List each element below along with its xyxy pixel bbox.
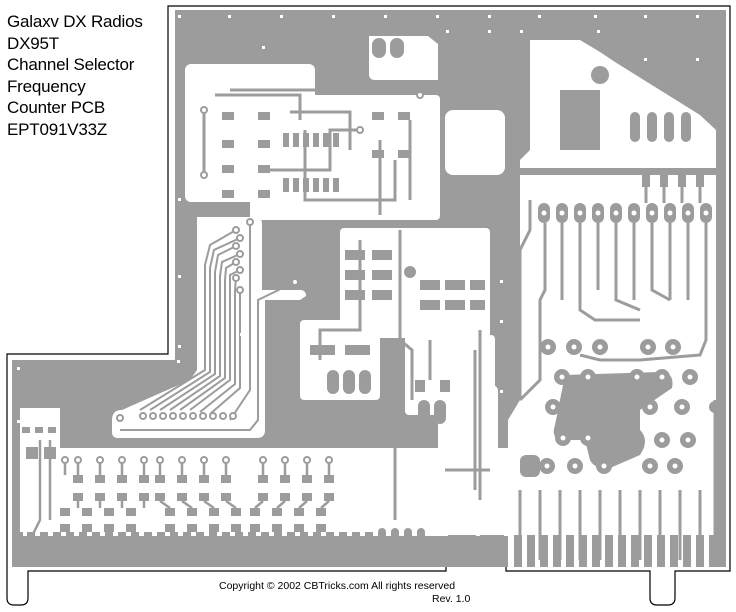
smd-via-pads [61, 91, 424, 464]
middle-components [310, 250, 485, 424]
connector-pads-top [372, 38, 691, 150]
revision-label: Rev. 1.0 [432, 593, 471, 605]
title-board-name-1: Channel Selector [7, 55, 135, 75]
title-model: DX95T [7, 33, 59, 53]
title-brand: Galaxv DX Radios [7, 12, 143, 31]
ground-stitching-vias [17, 15, 713, 455]
title-board-name-3: Counter PCB [7, 98, 105, 118]
ribbon-bus-traces [120, 222, 296, 431]
ic-pads-module [222, 112, 410, 198]
ground-plane-island [553, 372, 673, 469]
title-board-name-2: Frequency [7, 76, 86, 96]
right-pad-holes [541, 210, 709, 469]
ribbon-bus-pads [116, 218, 299, 422]
smd-array-pads [15, 427, 334, 552]
title-part-number: EPT091V33Z [7, 119, 108, 139]
title-block: Galaxv DX Radios DX95T Channel Selector … [7, 11, 167, 141]
copyright-notice: Copyright © 2002 CBTricks.com All rights… [219, 580, 456, 592]
edge-connector-fingers [15, 528, 717, 567]
middle-traces [318, 230, 490, 520]
